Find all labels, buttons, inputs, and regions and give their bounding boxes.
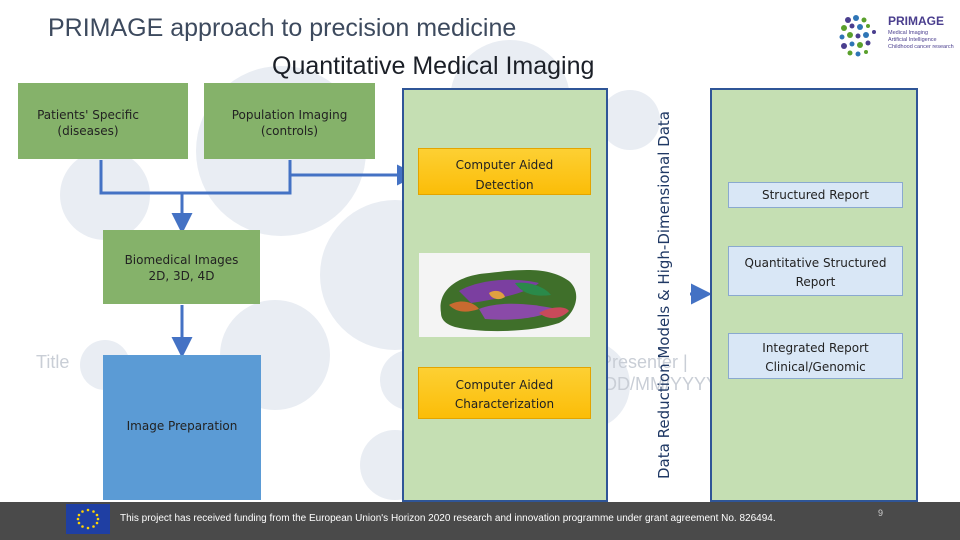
cac-label-line1: Computer Aided	[455, 378, 554, 392]
image-preparation-box: Image Preparation	[103, 355, 261, 500]
biomedical-images-label: Biomedical Images	[124, 253, 239, 267]
computer-aided-detection-box: Computer Aided Detection	[418, 148, 591, 195]
quantitative-report-line2: Report	[795, 275, 836, 289]
logo-subtitle: Medical Imaging Artificial Intelligence …	[888, 30, 954, 50]
page-title: PRIMAGE approach to precision medicine	[48, 14, 517, 42]
population-imaging-box: Population Imaging (controls)	[204, 83, 375, 159]
cac-label-line2: Characterization	[454, 397, 555, 411]
biomedical-images-box: Biomedical Images 2D, 3D, 4D	[103, 230, 260, 304]
structured-report-box: Structured Report	[728, 182, 903, 208]
funding-notice: This project has received funding from t…	[120, 513, 776, 524]
population-imaging-label: Population Imaging (controls)	[231, 108, 348, 138]
tumor-render-image	[419, 253, 590, 337]
integrated-report-box: Integrated Report Clinical/Genomic	[728, 333, 903, 379]
arrow-to-panel	[288, 164, 418, 193]
background-bubble	[600, 90, 660, 150]
structured-report-label: Structured Report	[761, 188, 870, 202]
primage-logo: PRIMAGE Medical Imaging Artificial Intel…	[836, 12, 954, 62]
cad-label-line1: Computer Aided	[455, 158, 554, 172]
quantitative-structured-report-box: Quantitative Structured Report	[728, 246, 903, 296]
eu-flag	[66, 504, 110, 534]
ghost-presenter: Presenter |	[600, 352, 688, 372]
ghost-title: Title	[36, 352, 70, 372]
data-reduction-label: Data Reduction Models & High-Dimensional…	[655, 111, 673, 479]
merge-connector	[99, 160, 292, 195]
logo-name: PRIMAGE	[888, 14, 945, 28]
patients-specific-box: Patients' Specific (diseases)	[18, 83, 188, 159]
quantitative-report-line1: Quantitative Structured	[744, 256, 887, 270]
integrated-report-line1: Integrated Report	[762, 341, 869, 355]
footer-bar	[0, 502, 960, 540]
data-reduction-column: Data Reduction Models & High-Dimensional…	[634, 88, 694, 502]
image-preparation-label: Image Preparation	[126, 419, 238, 433]
page-number: 9	[878, 508, 884, 518]
patients-specific-label: Patients' Specific (diseases)	[37, 108, 139, 138]
tumor-render-graphic	[440, 270, 577, 332]
cad-label-line2: Detection	[475, 178, 534, 192]
integrated-report-line2: Clinical/Genomic	[765, 360, 866, 374]
biomedical-images-dims: 2D, 3D, 4D	[148, 269, 215, 283]
eu-stars-icon	[76, 508, 100, 530]
page-subtitle: Quantitative Medical Imaging	[272, 52, 595, 80]
primage-logo-icon	[839, 15, 876, 57]
background-bubble	[60, 150, 150, 240]
ghost-date: DD/MM/YYYY	[604, 374, 719, 394]
computer-aided-characterization-box: Computer Aided Characterization	[418, 367, 591, 419]
